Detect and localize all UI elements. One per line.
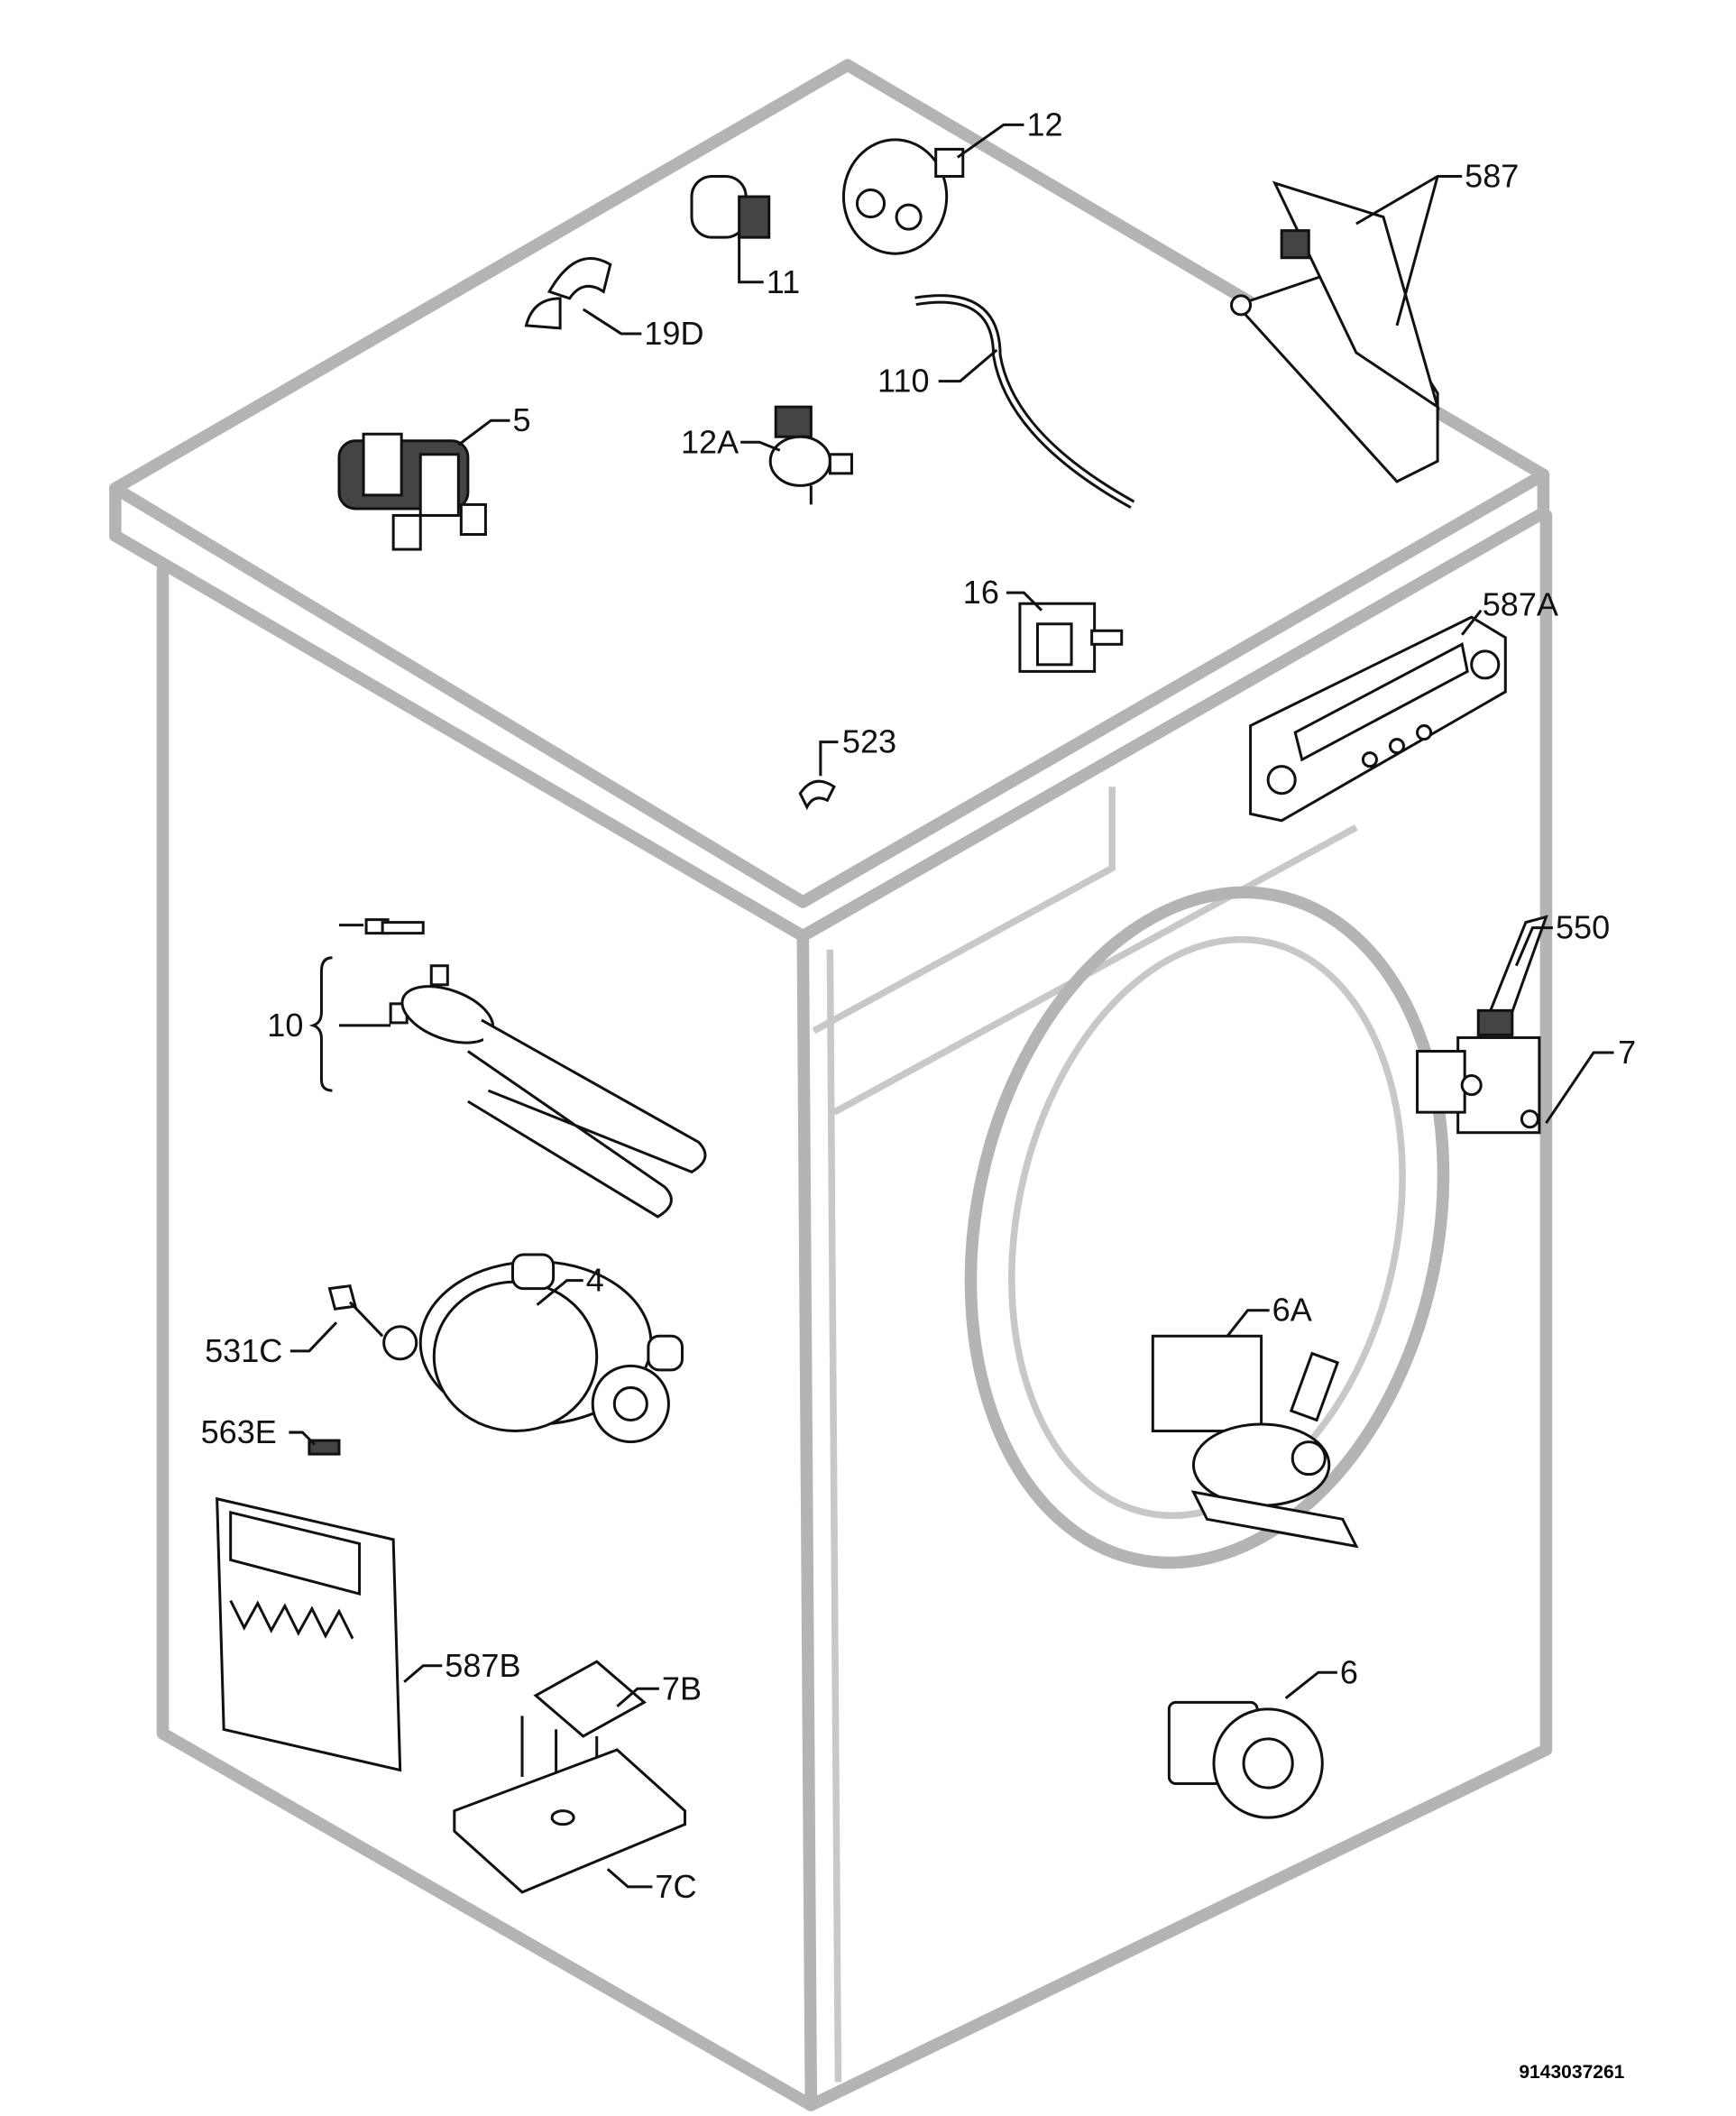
label-19d[interactable]: 19D xyxy=(644,315,703,352)
clip-523[interactable] xyxy=(798,779,836,811)
capacitor-11[interactable] xyxy=(690,174,771,239)
door-interlock-7[interactable] xyxy=(1416,1035,1541,1135)
hose-110[interactable] xyxy=(914,294,1135,510)
label-12a[interactable]: 12A xyxy=(681,423,739,460)
label-6a[interactable]: 6A xyxy=(1272,1292,1312,1329)
module-587b[interactable] xyxy=(216,1496,402,1772)
clip-563e[interactable] xyxy=(308,1439,341,1456)
leader-lines xyxy=(289,123,1614,1889)
drawing-code: 9143037261 xyxy=(1519,2062,1624,2083)
label-4[interactable]: 4 xyxy=(586,1262,604,1299)
label-7c[interactable]: 7C xyxy=(655,1868,696,1905)
machine-outline xyxy=(109,59,1553,2111)
pressure-switch-12[interactable] xyxy=(841,138,965,255)
door-lock-lever-550[interactable] xyxy=(1476,915,1548,1036)
label-587[interactable]: 587 xyxy=(1465,158,1519,195)
bolt-531c[interactable] xyxy=(327,1283,384,1338)
label-7b[interactable]: 7B xyxy=(662,1670,702,1707)
cable-clip-19d[interactable] xyxy=(524,256,612,330)
switch-16[interactable] xyxy=(1018,602,1124,673)
door-ring xyxy=(964,886,1450,1569)
pump-6[interactable] xyxy=(1167,1700,1324,1819)
label-110[interactable]: 110 xyxy=(877,363,930,400)
label-7[interactable]: 7 xyxy=(1618,1034,1636,1071)
drain-pump-6a[interactable] xyxy=(1151,1334,1359,1549)
label-587a[interactable]: 587A xyxy=(1483,586,1558,623)
label-11[interactable]: 11 xyxy=(767,263,800,300)
label-10[interactable]: 10 xyxy=(267,1007,303,1044)
label-12[interactable]: 12 xyxy=(1026,106,1062,143)
label-587b[interactable]: 587B xyxy=(445,1647,520,1684)
heating-element-10[interactable] xyxy=(364,918,707,1219)
label-550[interactable]: 550 xyxy=(1556,909,1610,946)
label-5[interactable]: 5 xyxy=(512,401,530,438)
inlet-valve-5[interactable] xyxy=(337,432,487,551)
control-panel-587a[interactable] xyxy=(1249,615,1507,823)
motor-4[interactable] xyxy=(382,1253,684,1444)
label-531c[interactable]: 531C xyxy=(205,1332,282,1369)
label-16[interactable]: 16 xyxy=(963,574,999,611)
control-board-587[interactable] xyxy=(1230,180,1440,483)
label-6[interactable]: 6 xyxy=(1340,1653,1358,1690)
base-plate-7c[interactable] xyxy=(453,1748,686,1894)
label-563e[interactable]: 563E xyxy=(201,1413,277,1450)
pressure-sensor-12a[interactable] xyxy=(768,405,853,505)
label-523[interactable]: 523 xyxy=(842,723,896,760)
